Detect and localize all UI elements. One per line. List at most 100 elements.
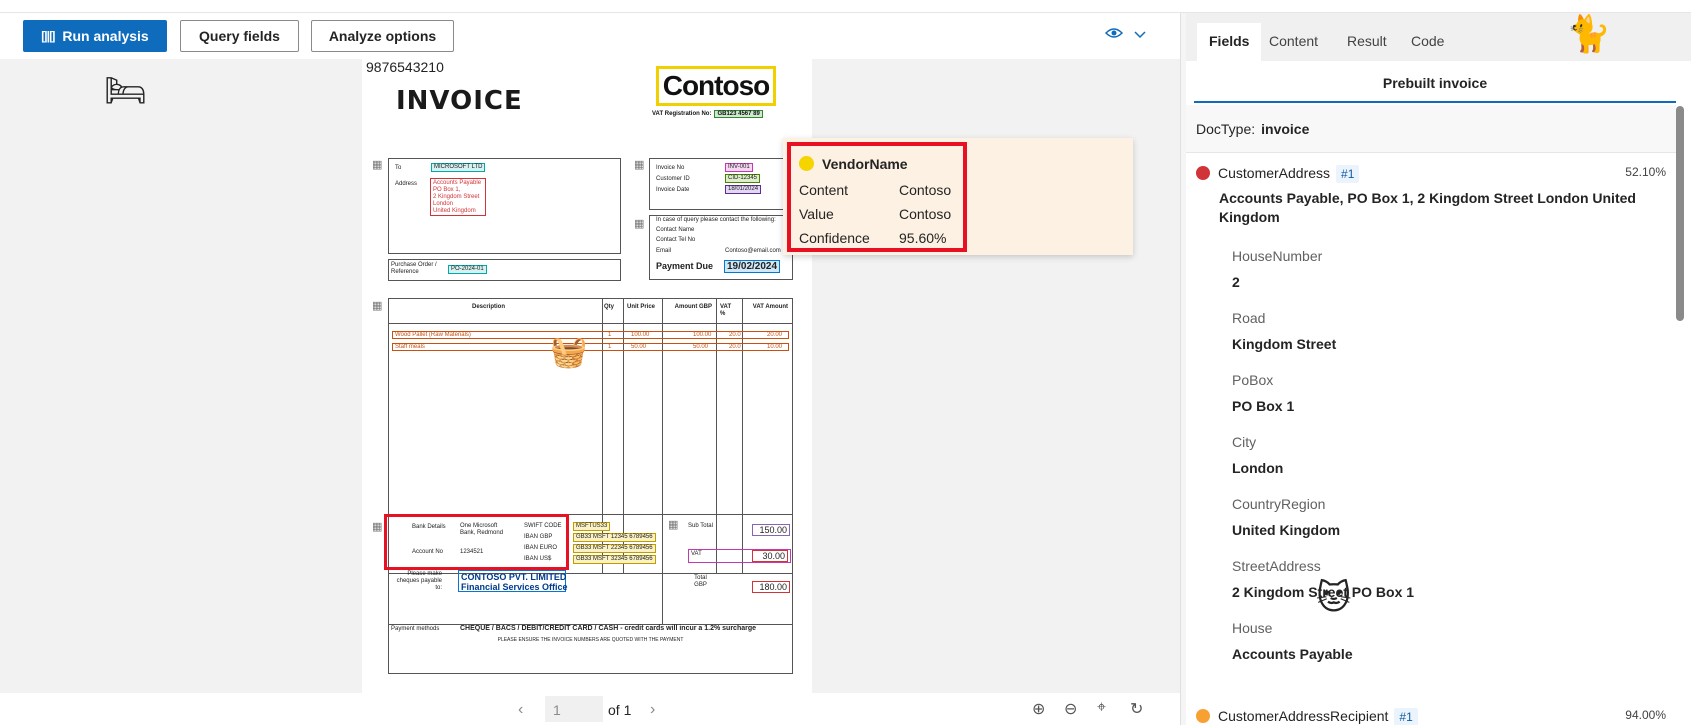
subtotal-value[interactable]: 150.00 <box>752 524 790 536</box>
bank-name: One Microsoft Bank, Redmond <box>460 523 504 536</box>
contact-tel-label: Contact Tel No <box>656 237 696 243</box>
page-number-input[interactable]: 1 <box>545 696 603 722</box>
to-label: To <box>395 165 402 171</box>
zoom-in-icon[interactable]: ⊕ <box>1032 701 1046 718</box>
subfield-value: United Kingdom <box>1232 522 1341 538</box>
tooltip-title: VendorName <box>799 156 908 172</box>
swift-value[interactable]: MSFTUS33 <box>573 522 611 531</box>
vat-registration-label: VAT Registration No: <box>652 111 712 117</box>
next-page-icon[interactable]: › <box>650 701 656 718</box>
subfield-key: HouseNumber <box>1232 248 1323 264</box>
iban-euro-label: IBAN EURO <box>524 545 558 551</box>
customer-id-value[interactable]: CID-12345 <box>725 174 761 183</box>
field-name: CustomerAddress <box>1218 165 1331 181</box>
table-icon: ▦ <box>668 519 679 531</box>
invoice-no-value[interactable]: INV-001 <box>725 163 753 172</box>
item-row-1[interactable]: Wood Pallet (Raw Materials) 1 100.00 100… <box>392 331 789 339</box>
rotate-icon[interactable]: ↻ <box>1130 701 1144 718</box>
table-icon: ▦ <box>372 521 383 533</box>
payment-due-value[interactable]: 19/02/2024 <box>724 260 781 273</box>
iban-euro-value[interactable]: GB33 MSFT 22345 6789456 <box>573 544 656 553</box>
blue-cat-sticker: 🐱 <box>1316 579 1352 617</box>
query-fields-button[interactable]: Query fields <box>180 20 299 52</box>
po-value[interactable]: PO-2024-01 <box>448 265 487 274</box>
tab-fields[interactable]: Fields <box>1197 23 1262 61</box>
tab-content[interactable]: Content <box>1269 33 1319 49</box>
item-vat-pct: 20.0 <box>729 332 741 338</box>
field-customer-address-recipient[interactable]: CustomerAddressRecipient#1 94.00% <box>1196 708 1666 725</box>
selected-field-highlight[interactable] <box>384 514 569 570</box>
field-customer-address[interactable]: CustomerAddress#1 52.10% Accounts Payabl… <box>1196 165 1666 227</box>
contact-name-label: Contact Name <box>656 227 695 233</box>
field-index-badge: #1 <box>1336 165 1360 183</box>
fit-to-page-icon[interactable]: ⌖ <box>1097 699 1107 716</box>
document-canvas[interactable]: 🛏 9876543210 INVOICE Contoso VAT Registr… <box>0 59 1180 693</box>
tab-result[interactable]: Result <box>1347 33 1387 49</box>
header-vat-amount: VAT Amount <box>752 304 788 310</box>
item-description: Wood Pallet (Raw Materials) <box>395 332 471 338</box>
field-name: CustomerAddressRecipient <box>1218 708 1389 724</box>
iban-gbp-label: IBAN GBP <box>524 534 553 540</box>
analyze-options-button[interactable]: Analyze options <box>311 20 454 52</box>
item-row-2[interactable]: Staff meals 1 50.00 50.00 20.0 10.00 <box>392 343 789 351</box>
subfield-key: CountryRegion <box>1232 496 1326 512</box>
field-confidence: 52.10% <box>1625 165 1666 179</box>
vat-value[interactable]: 30.00 <box>752 550 788 562</box>
subfield-key: House <box>1232 620 1273 636</box>
email-label: Email <box>656 248 672 254</box>
results-panel: Fields Content Result Code 🐈 Prebuilt in… <box>1186 13 1691 725</box>
field-color-dot <box>799 156 814 171</box>
col-divider <box>662 514 663 624</box>
header-amount: Amount GBP <box>674 304 712 310</box>
customer-address-highlight[interactable]: Accounts Payable PO Box 1, 2 Kingdom Str… <box>430 178 486 216</box>
page-navigator: ‹ 1 of 1 › ⊕ ⊖ ⌖ ↻ <box>0 693 1180 725</box>
tab-code[interactable]: Code <box>1411 33 1445 49</box>
to-value[interactable]: MICROSOFT LTD <box>431 163 486 172</box>
chevron-down-icon <box>1134 31 1146 39</box>
view-options-dropdown[interactable] <box>1104 26 1147 42</box>
panel-splitter[interactable] <box>1180 13 1186 725</box>
total-value[interactable]: 180.00 <box>752 581 790 593</box>
po-label: Purchase Order / Reference <box>391 262 437 275</box>
subtotal-label: Sub Total <box>688 523 713 529</box>
items-header-row <box>388 298 793 324</box>
panel-scrollbar[interactable] <box>1676 106 1684 321</box>
account-no-value: 1234521 <box>460 549 484 555</box>
cat-in-basket-sticker: 🧺 <box>550 336 588 369</box>
vendor-logo[interactable]: Contoso <box>656 66 776 106</box>
header-vat-pct: VAT % <box>720 304 732 317</box>
doctype-label: DocType: <box>1196 121 1256 137</box>
previous-page-icon[interactable]: ‹ <box>518 701 524 718</box>
vat-label: VAT <box>691 551 702 557</box>
vat-highlight[interactable]: VAT <box>688 549 791 563</box>
iban-usd-value[interactable]: GB33 MSFT 32345 6789456 <box>573 555 656 564</box>
item-vat-amount: 20.00 <box>767 332 783 338</box>
purchase-order-block <box>388 259 621 281</box>
item-qty: 1 <box>608 332 612 338</box>
run-analysis-button[interactable]: [|||] Run analysis <box>23 20 167 52</box>
col-divider <box>716 298 717 574</box>
invoice-page[interactable]: 9876543210 INVOICE Contoso VAT Registrat… <box>362 59 812 693</box>
invoice-date-value[interactable]: 18/01/2024 <box>725 185 762 194</box>
payment-section <box>388 514 793 674</box>
swift-label: SWIFT CODE <box>524 523 562 529</box>
email-value[interactable]: Contoso@email.com <box>725 248 781 254</box>
vat-registration-value[interactable]: GB123 4567 89 <box>714 110 763 118</box>
payee-highlight[interactable]: CONTOSO PVT. LIMITED Financial Services … <box>458 570 568 592</box>
address-label: Address <box>395 181 418 187</box>
zoom-out-icon[interactable]: ⊖ <box>1064 701 1078 718</box>
item-qty: 1 <box>608 344 612 350</box>
iban-gbp-value[interactable]: GB33 MSFT 12345 6789456 <box>573 533 656 542</box>
invoice-top-number: 9876543210 <box>366 59 444 75</box>
